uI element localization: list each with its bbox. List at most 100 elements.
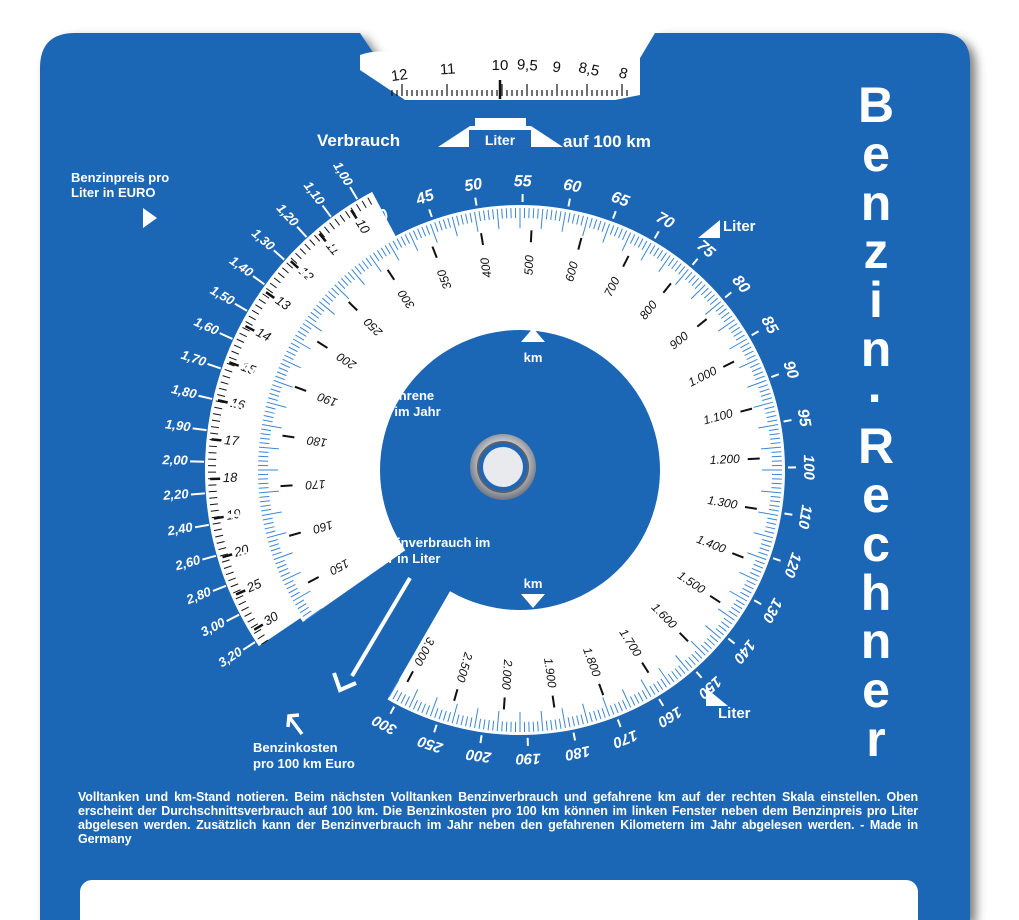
left-outer-tick <box>213 413 222 416</box>
ring-outer-tick <box>703 641 712 650</box>
liter-scale-label: 55 <box>514 173 533 190</box>
ring-outer-tick <box>764 406 775 410</box>
ring-outer-tick <box>703 290 712 299</box>
liter-tick <box>772 557 781 562</box>
ring-outer-tick <box>408 689 419 708</box>
left-outer-tick <box>230 583 239 588</box>
km-tick <box>453 688 459 702</box>
price-tick <box>234 302 248 312</box>
left-outer-tick <box>233 589 241 594</box>
ring-outer-tick <box>691 653 700 662</box>
km-tick <box>709 594 721 604</box>
liter-tick <box>751 330 760 337</box>
ring-outer-tick <box>720 311 730 319</box>
ring-outer-tick <box>282 571 301 582</box>
ring-outer-tick <box>487 720 490 731</box>
km-tick <box>282 434 295 439</box>
ring-outer-tick <box>483 210 486 221</box>
liter-scale-label: 110 <box>794 504 815 531</box>
ring-outer-tick <box>269 543 280 548</box>
liter-arrow-box <box>469 130 531 149</box>
ring-outer-tick <box>637 692 644 702</box>
liter-tick <box>612 210 617 219</box>
ring-outer-tick <box>268 397 278 402</box>
cost-scale-label: 20 <box>231 541 251 560</box>
cost-tick <box>222 553 233 559</box>
left-outer-tick <box>208 490 217 493</box>
ring-outer-tick <box>286 583 296 590</box>
ring-outer-tick <box>456 215 460 226</box>
ring-outer-tick <box>273 379 293 388</box>
ring-outer-tick <box>653 683 660 693</box>
ring-outer-tick <box>746 580 756 586</box>
ring-outer-tick <box>421 703 427 714</box>
price-label-line2: Liter in EURO <box>71 185 156 200</box>
ring-outer-tick <box>684 659 693 669</box>
ring-outer-tick <box>537 721 539 732</box>
ring-outer-tick <box>653 247 660 257</box>
ring-outer-tick <box>769 504 780 507</box>
liter-tick <box>384 228 391 237</box>
ring-outer-tick <box>582 216 589 237</box>
ring-outer-tick <box>742 346 752 353</box>
ring-outer-tick <box>262 419 273 423</box>
liter-tick <box>567 198 571 207</box>
ring-outer-tick <box>735 334 745 341</box>
ring-outer-tick <box>286 350 296 357</box>
km-tick <box>307 576 320 584</box>
ring-outer-tick <box>262 517 273 521</box>
ring-outer-tick <box>474 211 479 232</box>
km-label-top: km <box>524 350 543 365</box>
ring-outer-tick <box>602 223 611 243</box>
liter-top-pointer-icon <box>698 220 720 238</box>
ring-outer-tick <box>767 517 778 521</box>
ring-outer-tick <box>759 388 770 393</box>
ring-outer-tick <box>365 257 373 267</box>
ring-outer-tick <box>451 216 458 237</box>
ring-outer-tick <box>609 705 615 715</box>
ring-outer-tick <box>641 240 648 250</box>
ring-outer-tick <box>469 717 473 728</box>
ring-outer-tick <box>438 220 443 231</box>
ring-outer-tick <box>292 338 311 350</box>
liter-scale-label: 60 <box>562 177 583 197</box>
ring-outer-tick <box>447 218 452 228</box>
left-outer-tick <box>339 214 346 222</box>
ring-outer-tick <box>621 689 632 708</box>
ring-outer-tick <box>261 424 282 429</box>
consumption-pointer-icon <box>332 576 412 693</box>
km-tick <box>696 318 708 328</box>
title-letter: n <box>860 174 892 231</box>
ring-outer-tick <box>261 428 272 432</box>
left-outer-tick <box>223 565 232 569</box>
liter-tick <box>479 735 483 744</box>
ring-outer-tick <box>478 211 482 222</box>
left-outer-tick <box>345 211 351 219</box>
left-outer-tick <box>211 419 220 422</box>
ring-outer-tick <box>532 721 535 732</box>
ring-outer-tick <box>299 606 309 614</box>
ring-outer-tick <box>622 230 628 240</box>
ring-outer-tick <box>259 495 270 498</box>
km-label-bottom: km <box>524 576 543 591</box>
ring-outer-tick <box>622 700 628 710</box>
ring-outer-tick <box>694 650 703 659</box>
ring-outer-tick <box>265 406 276 410</box>
left-outer-tick <box>238 600 247 606</box>
header-per-100km: auf 100 km <box>563 132 651 151</box>
liter-tick <box>724 291 732 299</box>
ring-outer-tick <box>750 572 760 578</box>
ring-outer-tick <box>705 301 722 315</box>
title-letter: r <box>866 710 886 767</box>
title-letter: e <box>862 125 890 182</box>
cost-scale-label: 17 <box>224 432 241 448</box>
ring-outer-tick <box>266 401 287 408</box>
ring-outer-tick <box>766 415 777 419</box>
left-outer-tick <box>319 230 325 238</box>
ring-outer-tick <box>266 532 287 539</box>
ring-outer-tick <box>392 690 399 700</box>
ring-outer-tick <box>259 500 270 503</box>
ring-outer-tick <box>684 271 693 281</box>
